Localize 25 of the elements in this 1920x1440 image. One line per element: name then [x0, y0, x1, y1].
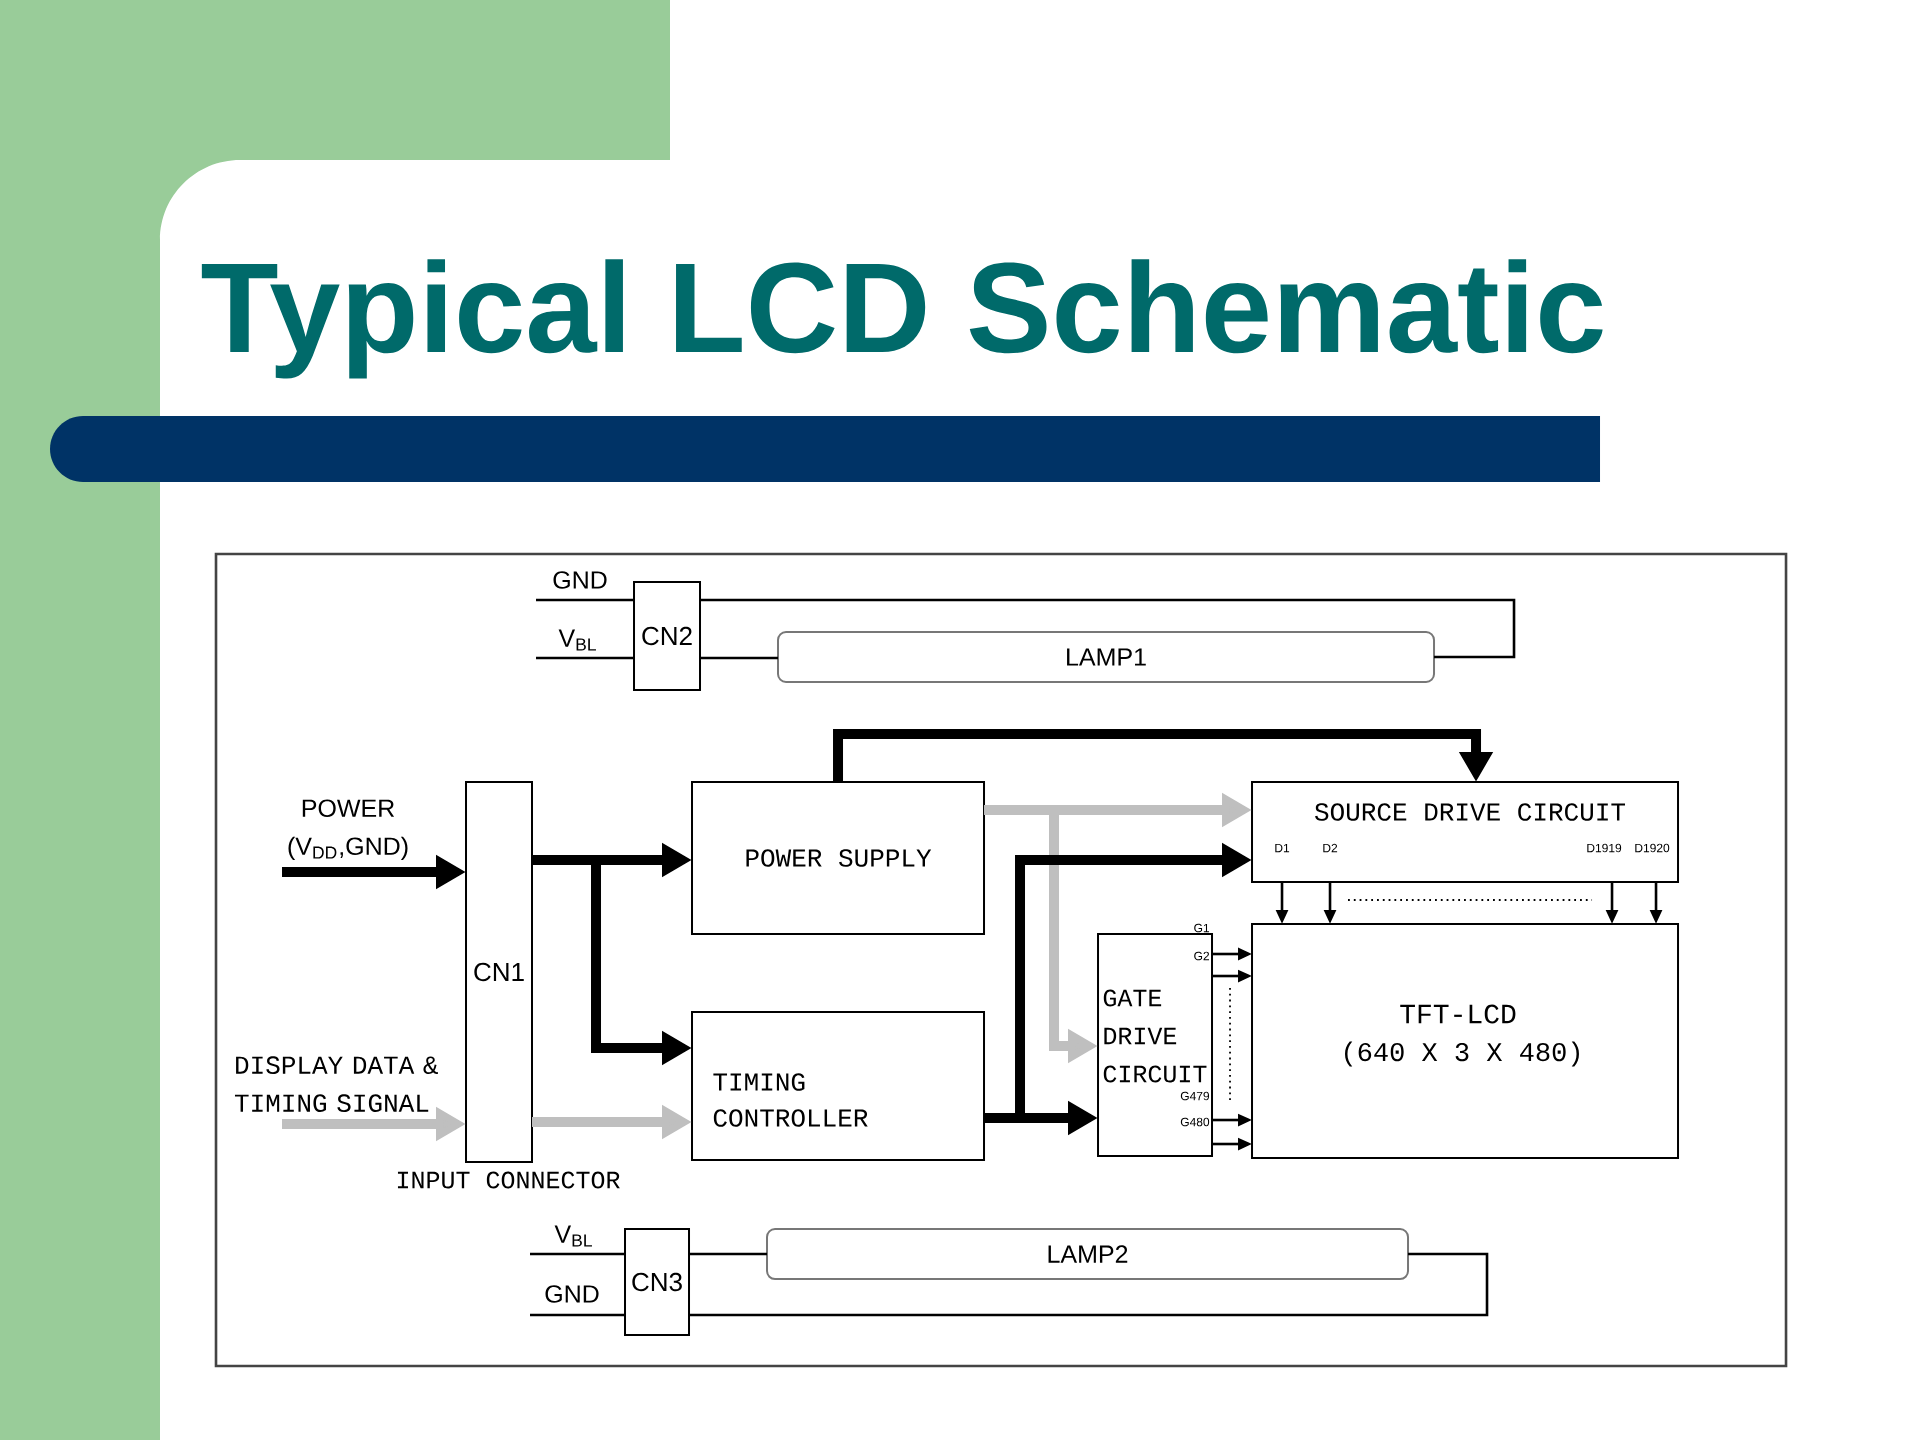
wire	[689, 1252, 1489, 1317]
slide-title: Typical LCD Schematic	[201, 259, 1603, 379]
wire	[700, 656, 778, 660]
display-box: TFT-LCD (640 X 3 X 480)	[1251, 923, 1679, 1159]
wire	[530, 1313, 625, 1317]
signal-label: V$_{BL}$	[554, 1225, 592, 1247]
connector-box: CN1	[465, 781, 533, 1163]
connector-box: CN3	[624, 1228, 690, 1336]
circuit-box: TIMING CONTROLLER	[691, 1011, 985, 1161]
wire	[700, 598, 1516, 659]
connector-box: CN2	[633, 581, 701, 691]
wire	[530, 1252, 625, 1256]
wire	[536, 598, 634, 602]
box-caption: INPUT CONNECTOR	[397, 1171, 620, 1189]
signal-label: V$_{BL}$	[558, 629, 596, 651]
wire	[536, 656, 634, 660]
signal-label: GND	[545, 1285, 599, 1303]
signal-label: GND	[553, 571, 607, 589]
lamp-tube: LAMP1	[777, 631, 1436, 683]
circuit-box: POWER SUPPLY	[691, 781, 985, 935]
input-label: POWER (V$_{DD}$,GND)	[288, 799, 408, 860]
input-label: DISPLAY DATA & TIMING SIGNAL	[235, 1056, 438, 1112]
lamp-tube: LAMP2	[766, 1228, 1409, 1280]
arrow	[833, 729, 1494, 782]
wire	[689, 1252, 767, 1256]
